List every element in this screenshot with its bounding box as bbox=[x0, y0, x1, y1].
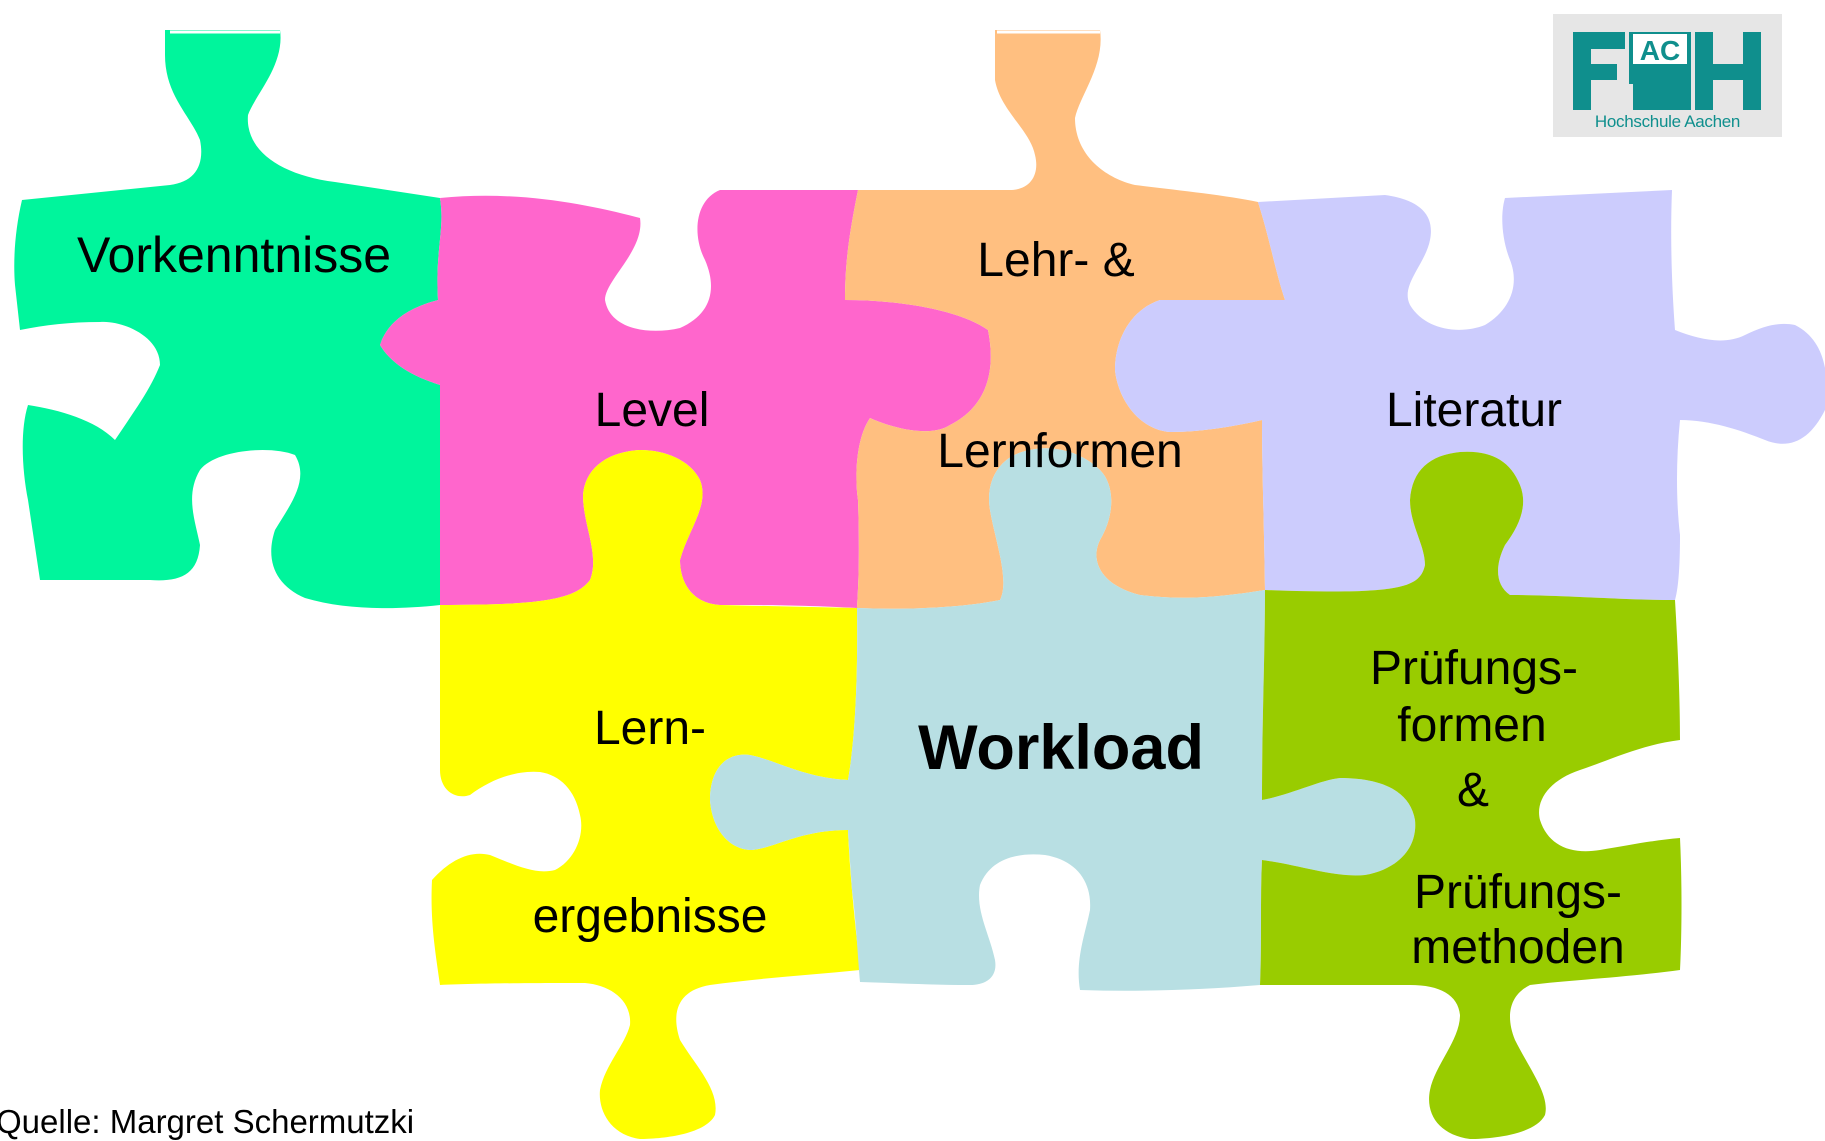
source-credit: Quelle: Margret Schermutzki bbox=[0, 1103, 415, 1140]
logo-subtitle: Hochschule Aachen bbox=[1594, 112, 1741, 131]
puzzle-piece-literatur bbox=[1115, 190, 1825, 600]
puzzle-piece-workload bbox=[710, 448, 1416, 991]
label-pruef-line1: Prüfungs- bbox=[1370, 642, 1578, 695]
label-workload: Workload bbox=[918, 713, 1204, 783]
puzzle-piece-vorkenntnisse bbox=[14, 30, 442, 609]
label-lehr-line1: Lehr- & bbox=[977, 234, 1134, 287]
label-level: Level bbox=[595, 384, 710, 437]
puzzle-piece-lernergebnisse bbox=[431, 450, 860, 1139]
logo-superscript: AC bbox=[1640, 35, 1680, 66]
label-lehr-line2: Lernformen bbox=[937, 425, 1182, 478]
label-pruef-line3: & bbox=[1457, 764, 1489, 817]
label-literatur: Literatur bbox=[1386, 384, 1562, 437]
label-lern-line1: Lern- bbox=[594, 702, 706, 755]
label-lern-line2: ergebnisse bbox=[533, 890, 768, 943]
fh-logo-mark: AC bbox=[1573, 32, 1761, 110]
label-pruef-line2: formen bbox=[1397, 699, 1546, 752]
label-pruef-line5: methoden bbox=[1411, 921, 1625, 974]
puzzle-piece-lehr-lernformen bbox=[845, 30, 1285, 609]
label-vorkenntnisse: Vorkenntnisse bbox=[77, 227, 391, 283]
label-pruef-line4: Prüfungs- bbox=[1414, 866, 1622, 919]
puzzle-piece-level bbox=[380, 190, 991, 608]
fh-aachen-logo: AC Hochschule Aachen bbox=[1553, 14, 1782, 137]
puzzle-piece-pruefungsformen bbox=[1260, 451, 1682, 1139]
